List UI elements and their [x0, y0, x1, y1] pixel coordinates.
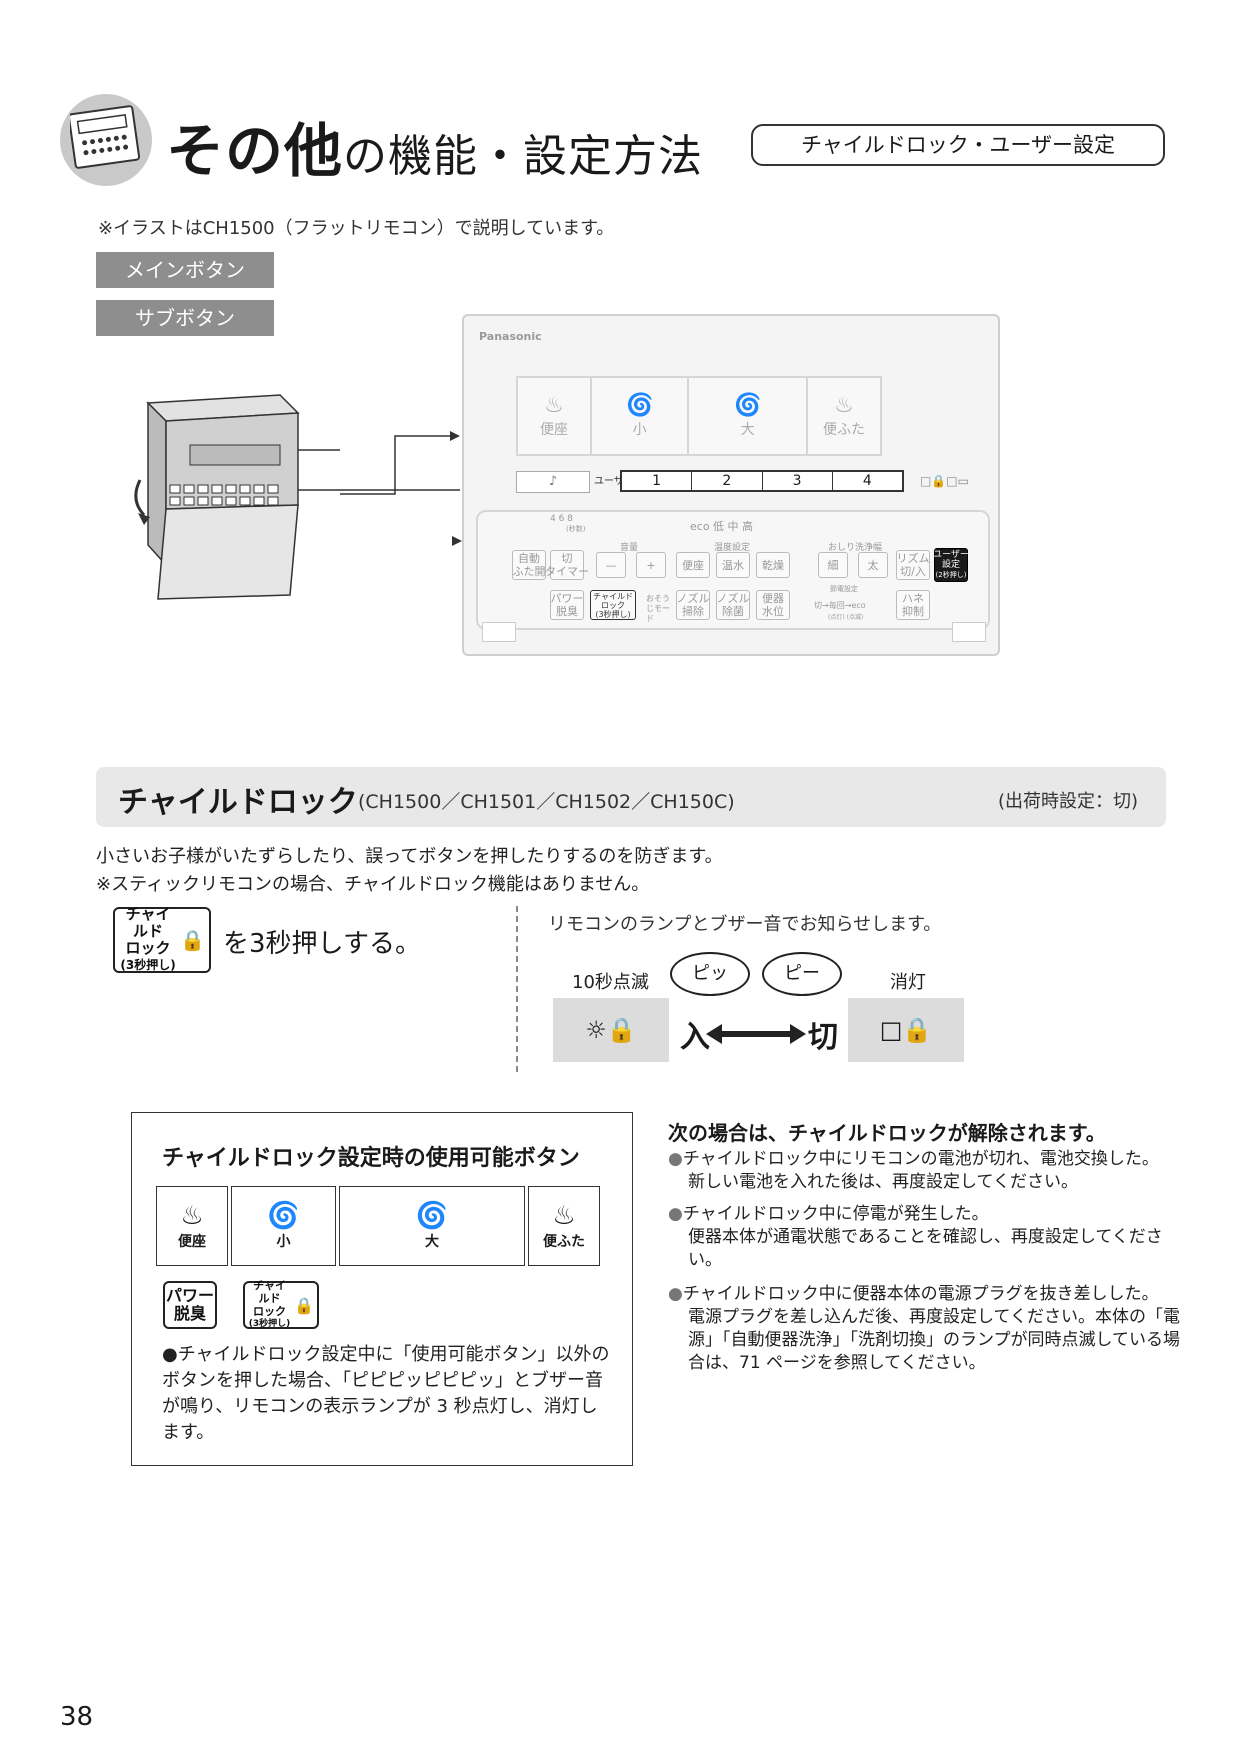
remote-perspective-illustration	[134, 394, 460, 600]
user-setting-button[interactable]: ユーザー 設定(2秒押し)	[933, 548, 969, 582]
main-button-seat[interactable]: ♨便座	[518, 378, 592, 454]
nozzle-clean-button[interactable]: ノズル 掃除	[676, 590, 710, 620]
usable-child-lock: チャイルドロック(3秒押し) 🔒	[243, 1279, 319, 1329]
stick-remote-note: ※スティックリモコンの場合、チャイルドロック機能はありません。	[96, 874, 650, 895]
main-button-lid[interactable]: ♨便ふた	[823, 393, 866, 438]
page-number: 38	[60, 1702, 94, 1732]
swirl-large-icon: 🌀	[415, 1201, 449, 1231]
blinking-lamp-icon: ☼🔒	[553, 998, 669, 1062]
toggle-arrow	[720, 1031, 790, 1037]
cleaning-mode-label: おそうじモード	[646, 594, 670, 623]
padlock-icon: 🔒	[180, 928, 205, 952]
divider-dashed	[516, 906, 518, 1072]
child-lock-button[interactable]: チャイルド ロック(3秒押し)	[590, 590, 636, 620]
volume-numbers: 4 6 8	[550, 514, 573, 524]
off-label: 切	[808, 1020, 838, 1055]
bowl-level-button[interactable]: 便器 水位	[756, 590, 790, 620]
section-models: (CH1500／CH1501／CH1502／CH150C)	[358, 791, 735, 813]
water-temp-button[interactable]: 温水	[716, 552, 750, 578]
wide-button[interactable]: 太	[858, 552, 888, 578]
notify-text: リモコンのランプとブザー音でお知らせします。	[548, 914, 942, 935]
usable-power-deodor: パワー 脱臭	[163, 1281, 217, 1329]
section-bar	[96, 767, 1166, 827]
panel-foot-left	[482, 622, 516, 642]
wash-width-label: おしり洗浄幅	[828, 543, 883, 553]
off-timer-button[interactable]: 切 タイマー	[545, 550, 589, 580]
illustration-note: ※イラストはCH1500（フラットリモコン）で説明しています。	[98, 218, 615, 239]
toggle-arrow-heads	[706, 1024, 806, 1044]
lamp-off-label: 消灯	[890, 972, 926, 993]
release-title: 次の場合は、チャイルドロックが解除されます。	[668, 1121, 1106, 1145]
volume-plus-button[interactable]: +	[636, 552, 666, 578]
on-label: 入	[680, 1020, 710, 1055]
main-button-large[interactable]: 🌀大	[689, 378, 809, 454]
power-deodor-button[interactable]: パワー 脱臭	[550, 590, 584, 620]
seat-temp-button[interactable]: 便座	[676, 552, 710, 578]
main-button-small[interactable]: 🌀小	[592, 378, 690, 454]
toilet-seat-icon: ♨	[180, 1201, 204, 1231]
usable-buttons-title: チャイルドロック設定時の使用可能ボタン	[162, 1146, 580, 1171]
dry-temp-button[interactable]: 乾燥	[756, 552, 790, 578]
rhythm-button[interactable]: リズム 切/入	[896, 550, 930, 580]
user-label: ユーザー	[594, 476, 634, 487]
main-buttons-area: ♨便座 🌀小 🌀大 ♨便ふた	[516, 376, 882, 456]
usable-small: 🌀小	[231, 1186, 336, 1266]
padlock-icon: 🔒	[294, 1295, 314, 1315]
user-slot-3[interactable]: 3	[763, 472, 833, 490]
default-setting: (出荷時設定：切)	[998, 791, 1139, 812]
user-slot-2[interactable]: 2	[692, 472, 763, 490]
temp-setting-label: 温度設定	[714, 543, 751, 553]
release-item-2: ●チャイルドロック中に停電が発生した。便器本体が通電状態であることを確認し、再度…	[668, 1204, 1163, 1270]
unlit-lamp-icon: □🔒	[848, 998, 964, 1062]
child-lock-key-illustration: チャイルドロック(3秒押し) 🔒	[113, 906, 211, 973]
melody-button[interactable]: ♪	[516, 471, 590, 493]
swirl-small-icon: 🌀	[267, 1201, 300, 1231]
user-slot-1[interactable]: 1	[622, 472, 693, 490]
arrow-head-sub	[452, 536, 462, 546]
blink-label: 10秒点滅	[572, 972, 649, 993]
user-slot-4[interactable]: 4	[862, 473, 872, 489]
usable-lid: ♨便ふた	[528, 1186, 600, 1266]
page-title-sub: の機能・設定方法	[343, 131, 704, 182]
cycle-sub-label: (点灯) (点滅)	[828, 614, 864, 621]
beep-off-bubble: ピー	[762, 952, 842, 996]
lock-lamp-icon: □🔒□▭	[920, 474, 969, 488]
swirl-large-icon: 🌀	[733, 393, 762, 418]
page-title: その他の機能・設定方法	[166, 117, 704, 185]
narrow-button[interactable]: 細	[818, 552, 848, 578]
cycle-label: 切→毎回→eco	[814, 601, 866, 610]
usable-seat: ♨便座	[156, 1186, 228, 1266]
user-slot-row: 1 2 3 4	[620, 470, 904, 492]
eco-row-label: eco 低 中 高	[690, 520, 754, 533]
swirl-small-icon: 🌀	[625, 393, 654, 418]
splash-button[interactable]: ハネ 抑制	[896, 590, 930, 620]
release-item-3: ●チャイルドロック中に便器本体の電源プラグを抜き差しした。電源プラグを差し込んだ…	[668, 1284, 1180, 1373]
usable-note: ●チャイルドロック設定中に「使用可能ボタン」以外のボタンを押した場合、「ピピピッ…	[162, 1344, 610, 1443]
nozzle-sterilize-button[interactable]: ノズル 除菌	[716, 590, 750, 620]
section-badge: チャイルドロック・ユーザー設定	[751, 124, 1165, 166]
release-item-1: ●チャイルドロック中にリモコンの電池が切れ、電池交換した。新しい電池を入れた後は…	[668, 1149, 1159, 1192]
legend-main-button: メインボタン	[96, 252, 274, 288]
toilet-seat-icon: ♨	[544, 393, 564, 418]
toilet-lid-icon: ♨	[834, 393, 854, 418]
legend-sub-button: サブボタン	[96, 300, 274, 336]
pointer-arrows	[340, 431, 460, 495]
remote-control-icon	[70, 105, 141, 169]
interval-label: 節電設定	[830, 585, 858, 593]
section-title: チャイルドロック	[118, 785, 358, 820]
seconds-label: (秒数)	[566, 525, 586, 533]
volume-label: 音量	[620, 543, 639, 553]
press-instruction: を3秒押しする。	[223, 929, 422, 959]
volume-minus-button[interactable]: —	[596, 552, 626, 578]
beep-on-bubble: ピッ	[670, 952, 750, 996]
brand-logo: Panasonic	[479, 330, 542, 343]
auto-lid-button[interactable]: 自動 ふた開	[512, 550, 546, 580]
toilet-lid-icon: ♨	[552, 1201, 576, 1231]
usable-large: 🌀大	[339, 1186, 525, 1266]
description: 小さいお子様がいたずらしたり、誤ってボタンを押したりするのを防ぎます。	[96, 846, 723, 867]
panel-foot-right	[952, 622, 986, 642]
usable-buttons-box	[131, 1112, 633, 1466]
